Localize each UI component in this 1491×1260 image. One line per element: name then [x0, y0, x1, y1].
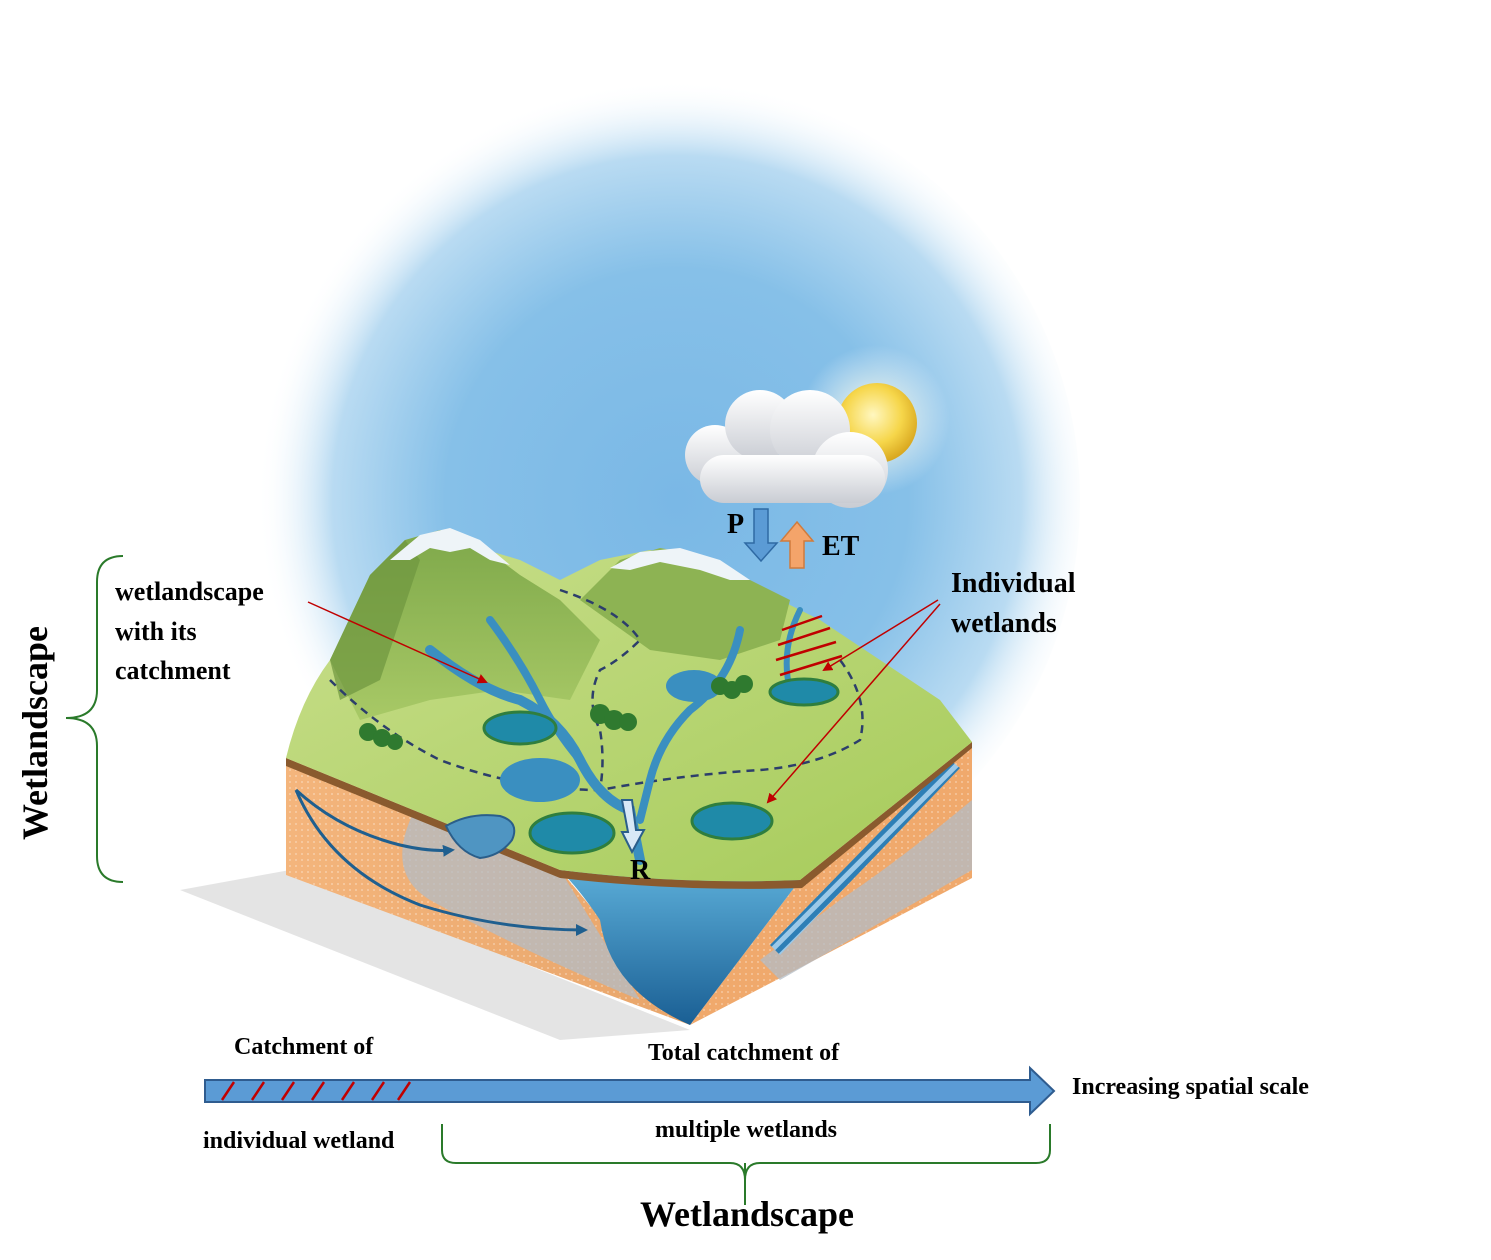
snow-cap-left	[390, 528, 510, 565]
pointer-wetlandscape-catchment	[307, 601, 488, 684]
aquifer-left	[402, 800, 640, 1000]
evapotranspiration-arrow	[779, 520, 815, 569]
label-individual-wetlands-line1: Individual	[951, 568, 1076, 599]
label-catchment-individual-bottom: individual wetland	[203, 1128, 395, 1154]
individual-catchment-hatch	[775, 614, 843, 677]
label-wetlandscape-catchment-line1: wetlandscape	[115, 577, 264, 606]
tree-group-left	[359, 723, 403, 750]
cloud-icon	[685, 390, 888, 508]
label-wetlandscape-vertical: Wetlandscape	[15, 626, 55, 841]
river-branch-1	[486, 616, 584, 764]
label-catchment-individual-top: Catchment of	[234, 1034, 374, 1060]
pointer-individual-wetland-lower	[766, 603, 941, 804]
groundwater-flow-arrow-1	[294, 788, 455, 857]
label-wetlandscape-catchment-line2: with its	[115, 617, 197, 646]
label-individual-wetlands-line2: wetlands	[951, 608, 1057, 639]
pond-right	[768, 677, 840, 707]
ground-shadow	[180, 870, 690, 1040]
precipitation-arrow	[743, 508, 779, 563]
pond-lake-center	[500, 758, 580, 802]
pond-lower-right	[690, 801, 774, 841]
label-total-catchment-bottom: multiple wetlands	[655, 1117, 838, 1143]
river-branch-2	[636, 626, 744, 824]
spatial-scale-arrow	[204, 1065, 1056, 1117]
snow-cap-right	[610, 548, 750, 580]
river-cross-section	[560, 860, 800, 1025]
pond-elevated-block	[444, 814, 516, 860]
soil-rim	[286, 742, 972, 889]
catchment-boundary-upper	[559, 588, 642, 791]
groundwater-flow-arrow-2	[294, 789, 588, 936]
label-wetlandscape-catchment-line3: catchment	[115, 656, 231, 685]
catchment-boundary-left	[329, 659, 864, 792]
wetlandscape-vertical-brace	[65, 555, 124, 883]
label-precipitation: P	[727, 509, 745, 540]
tree-group-right	[711, 675, 753, 699]
pond-upper-right	[666, 670, 722, 702]
mountain-left-shade	[330, 540, 420, 700]
label-wetlandscape-bottom: Wetlandscape	[640, 1194, 855, 1234]
aquifer-right	[760, 800, 972, 980]
scale-arrow-hatch	[220, 1081, 412, 1101]
label-evapotranspiration: ET	[822, 531, 860, 562]
tree-group-center	[590, 704, 637, 731]
runoff-arrow	[620, 799, 646, 855]
label-scale-axis: Increasing spatial scale	[1072, 1074, 1309, 1100]
groundwater-channel	[770, 760, 960, 955]
pointer-individual-wetland-upper	[822, 599, 939, 672]
label-total-catchment-top: Total catchment of	[648, 1040, 840, 1066]
pond-lower-center	[528, 811, 616, 855]
pond-upper-left	[482, 710, 558, 746]
label-runoff: R	[630, 855, 651, 886]
